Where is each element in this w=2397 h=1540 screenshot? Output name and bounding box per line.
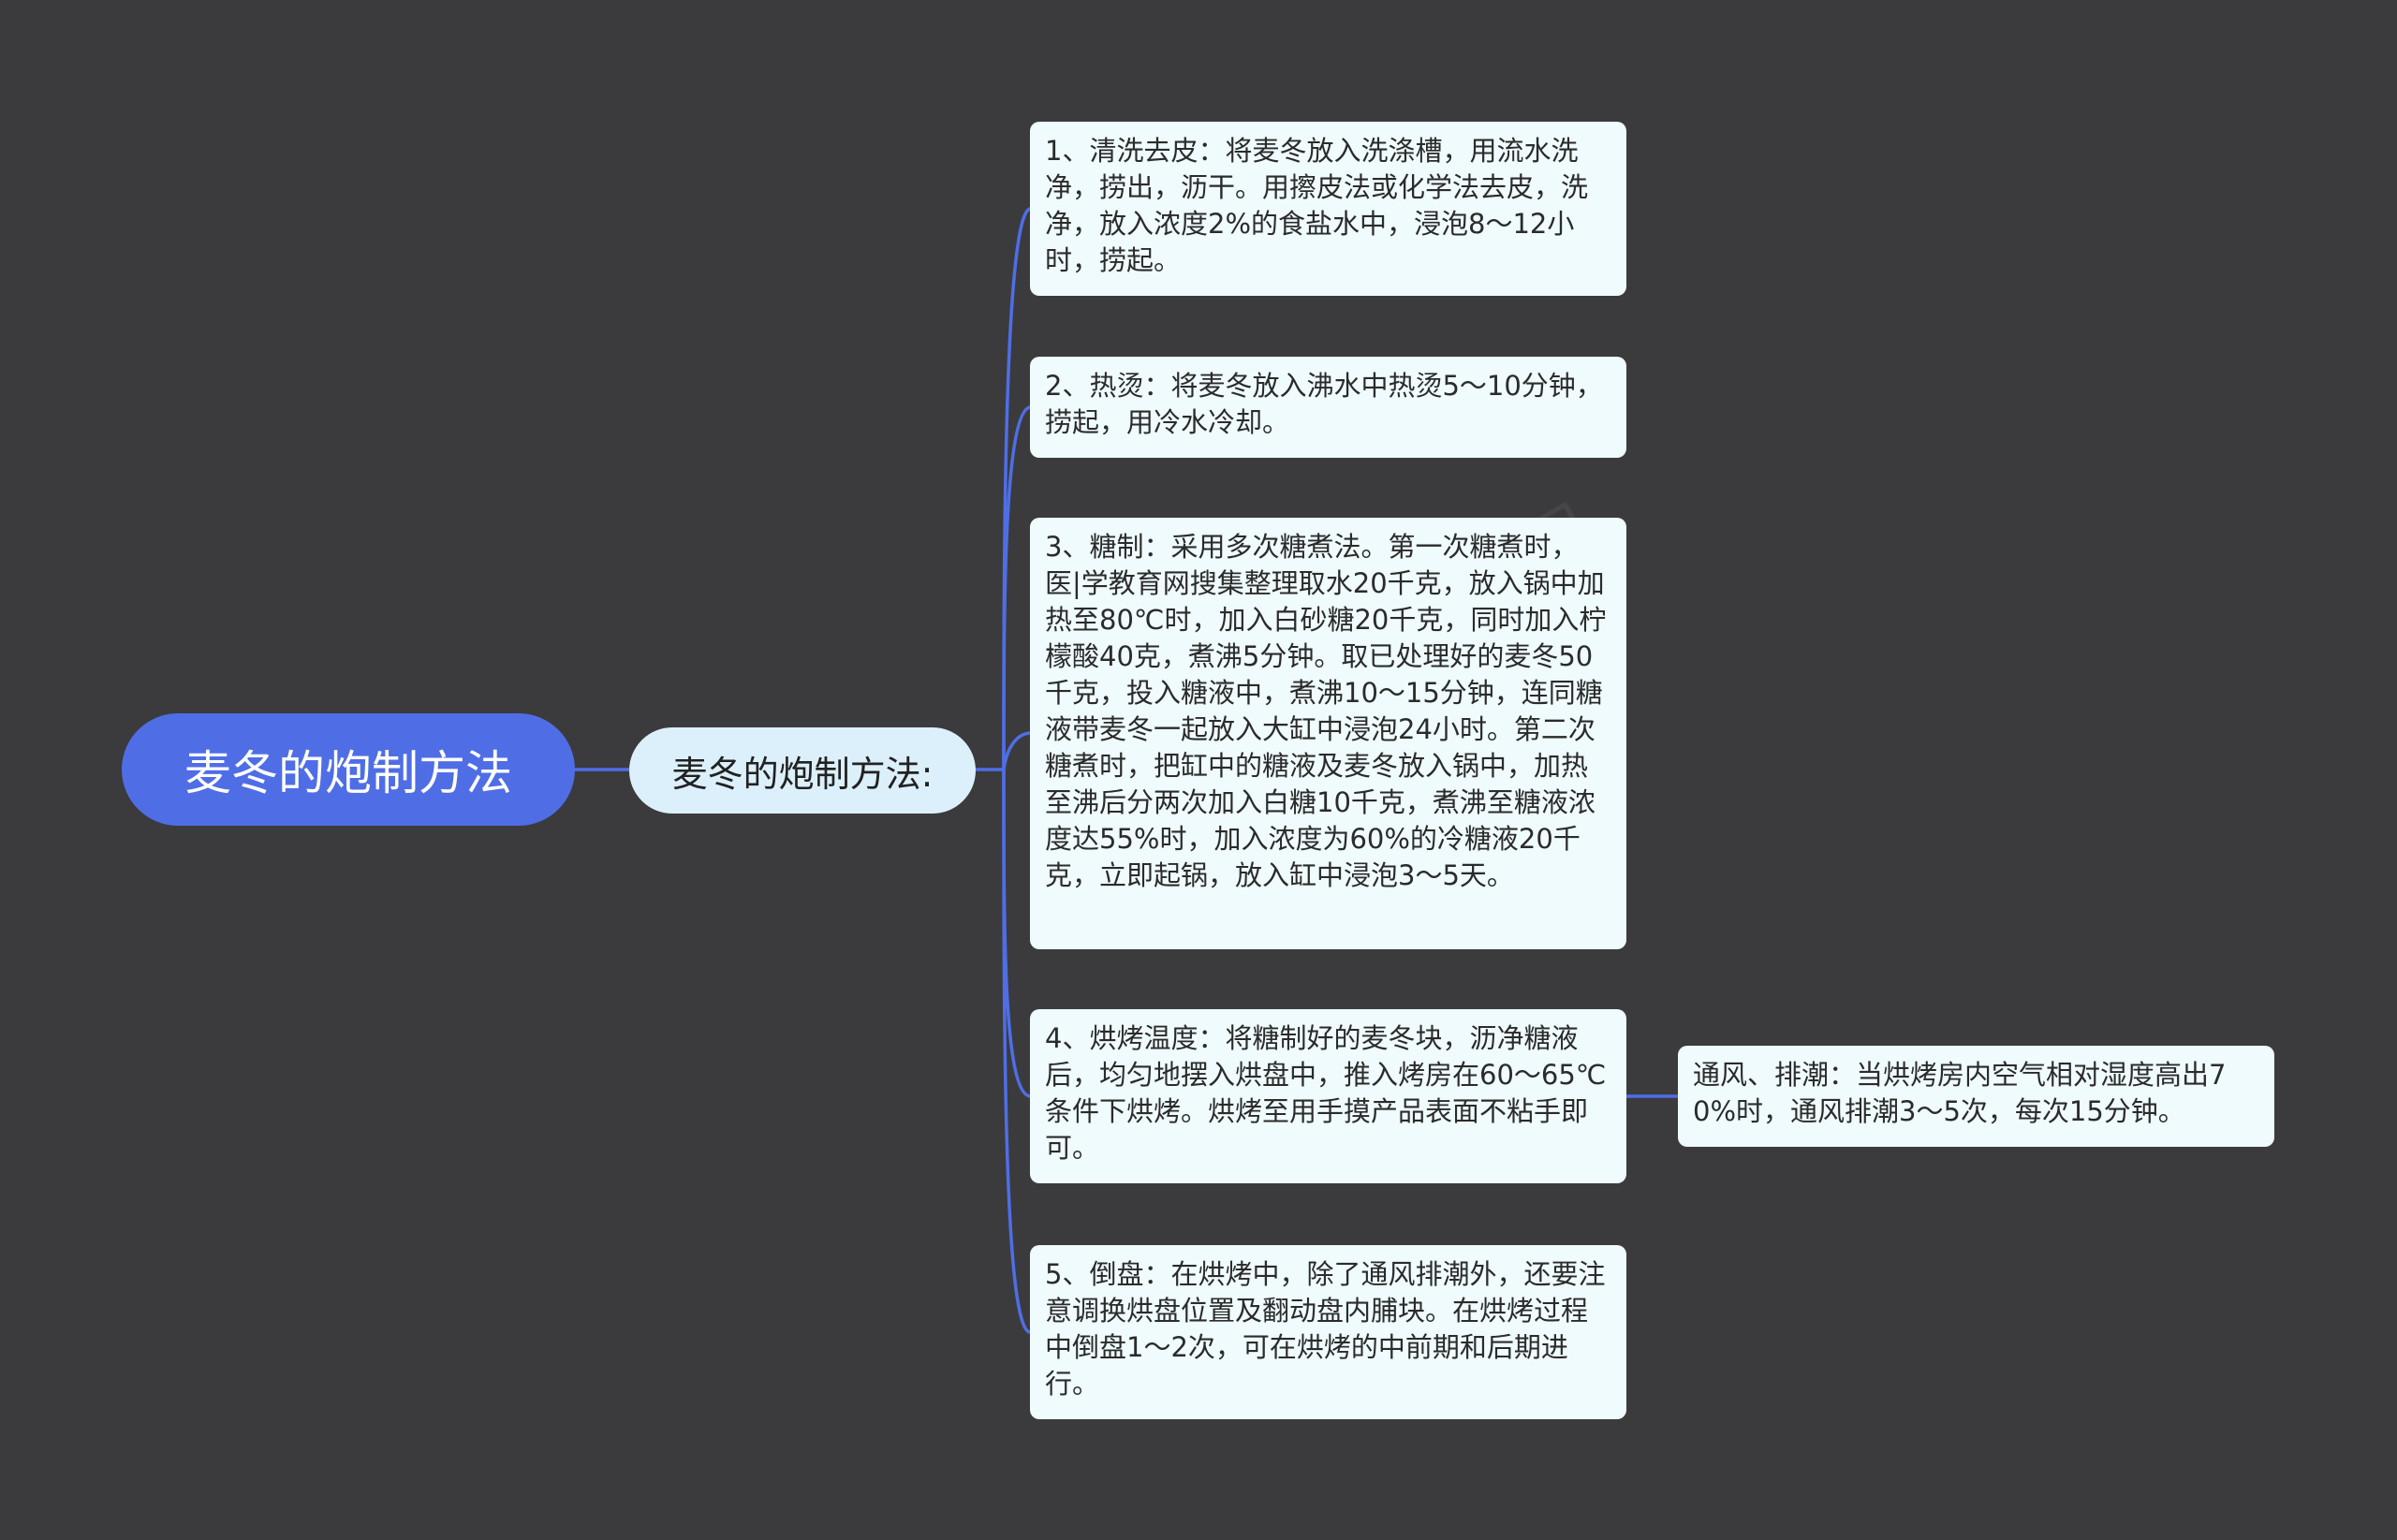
root-topic-label: 麦冬的炮制方法 xyxy=(184,746,512,800)
main-branch-label: 麦冬的炮制方法: xyxy=(671,753,934,795)
step-1-text: 1、清洗去皮：将麦冬放入洗涤槽，用流水洗净，捞出，沥干。用擦皮法或化学法去皮，洗… xyxy=(1045,135,1589,276)
step-5-node[interactable]: 5、倒盘：在烘烤中，除了通风排潮外，还要注意调换烘盘位置及翻动盘内脯块。在烘烤过… xyxy=(1030,1245,1626,1419)
step-5-text: 5、倒盘：在烘烤中，除了通风排潮外，还要注意调换烘盘位置及翻动盘内脯块。在烘烤过… xyxy=(1045,1258,1606,1400)
connector-step-2 xyxy=(1002,405,1032,771)
connector-step-3 xyxy=(1002,731,1032,771)
step-2-node[interactable]: 2、热烫：将麦冬放入沸水中热烫5～10分钟，捞起，用冷水冷却。 xyxy=(1030,357,1626,458)
step-3-text: 3、糖制：采用多次糖煮法。第一次糖煮时，医|学教育网搜集整理取水20千克，放入锅… xyxy=(1045,531,1607,891)
main-branch-topic[interactable]: 麦冬的炮制方法: xyxy=(629,727,976,814)
step-4-child-text: 通风、排潮：当烘烤房内空气相对湿度高出70%时，通风排潮3～5次，每次15分钟。 xyxy=(1693,1059,2227,1127)
connector-step-5 xyxy=(1002,768,1032,1334)
step-1-node[interactable]: 1、清洗去皮：将麦冬放入洗涤槽，用流水洗净，捞出，沥干。用擦皮法或化学法去皮，洗… xyxy=(1030,122,1626,296)
connector-step-1 xyxy=(1002,207,1032,771)
step-4-text: 4、烘烤温度：将糖制好的麦冬块，沥净糖液后，均匀地摆入烘盘中，推入烤房在60～6… xyxy=(1045,1022,1607,1164)
root-topic[interactable]: 麦冬的炮制方法 xyxy=(122,713,575,826)
step-2-text: 2、热烫：将麦冬放入沸水中热烫5～10分钟，捞起，用冷水冷却。 xyxy=(1045,370,1603,438)
step-4-child-node[interactable]: 通风、排潮：当烘烤房内空气相对湿度高出70%时，通风排潮3～5次，每次15分钟。 xyxy=(1678,1046,2274,1147)
step-3-node[interactable]: 3、糖制：采用多次糖煮法。第一次糖煮时，医|学教育网搜集整理取水20千克，放入锅… xyxy=(1030,518,1626,949)
step-4-node[interactable]: 4、烘烤温度：将糖制好的麦冬块，沥净糖液后，均匀地摆入烘盘中，推入烤房在60～6… xyxy=(1030,1009,1626,1183)
connector-step-4 xyxy=(1002,768,1032,1098)
